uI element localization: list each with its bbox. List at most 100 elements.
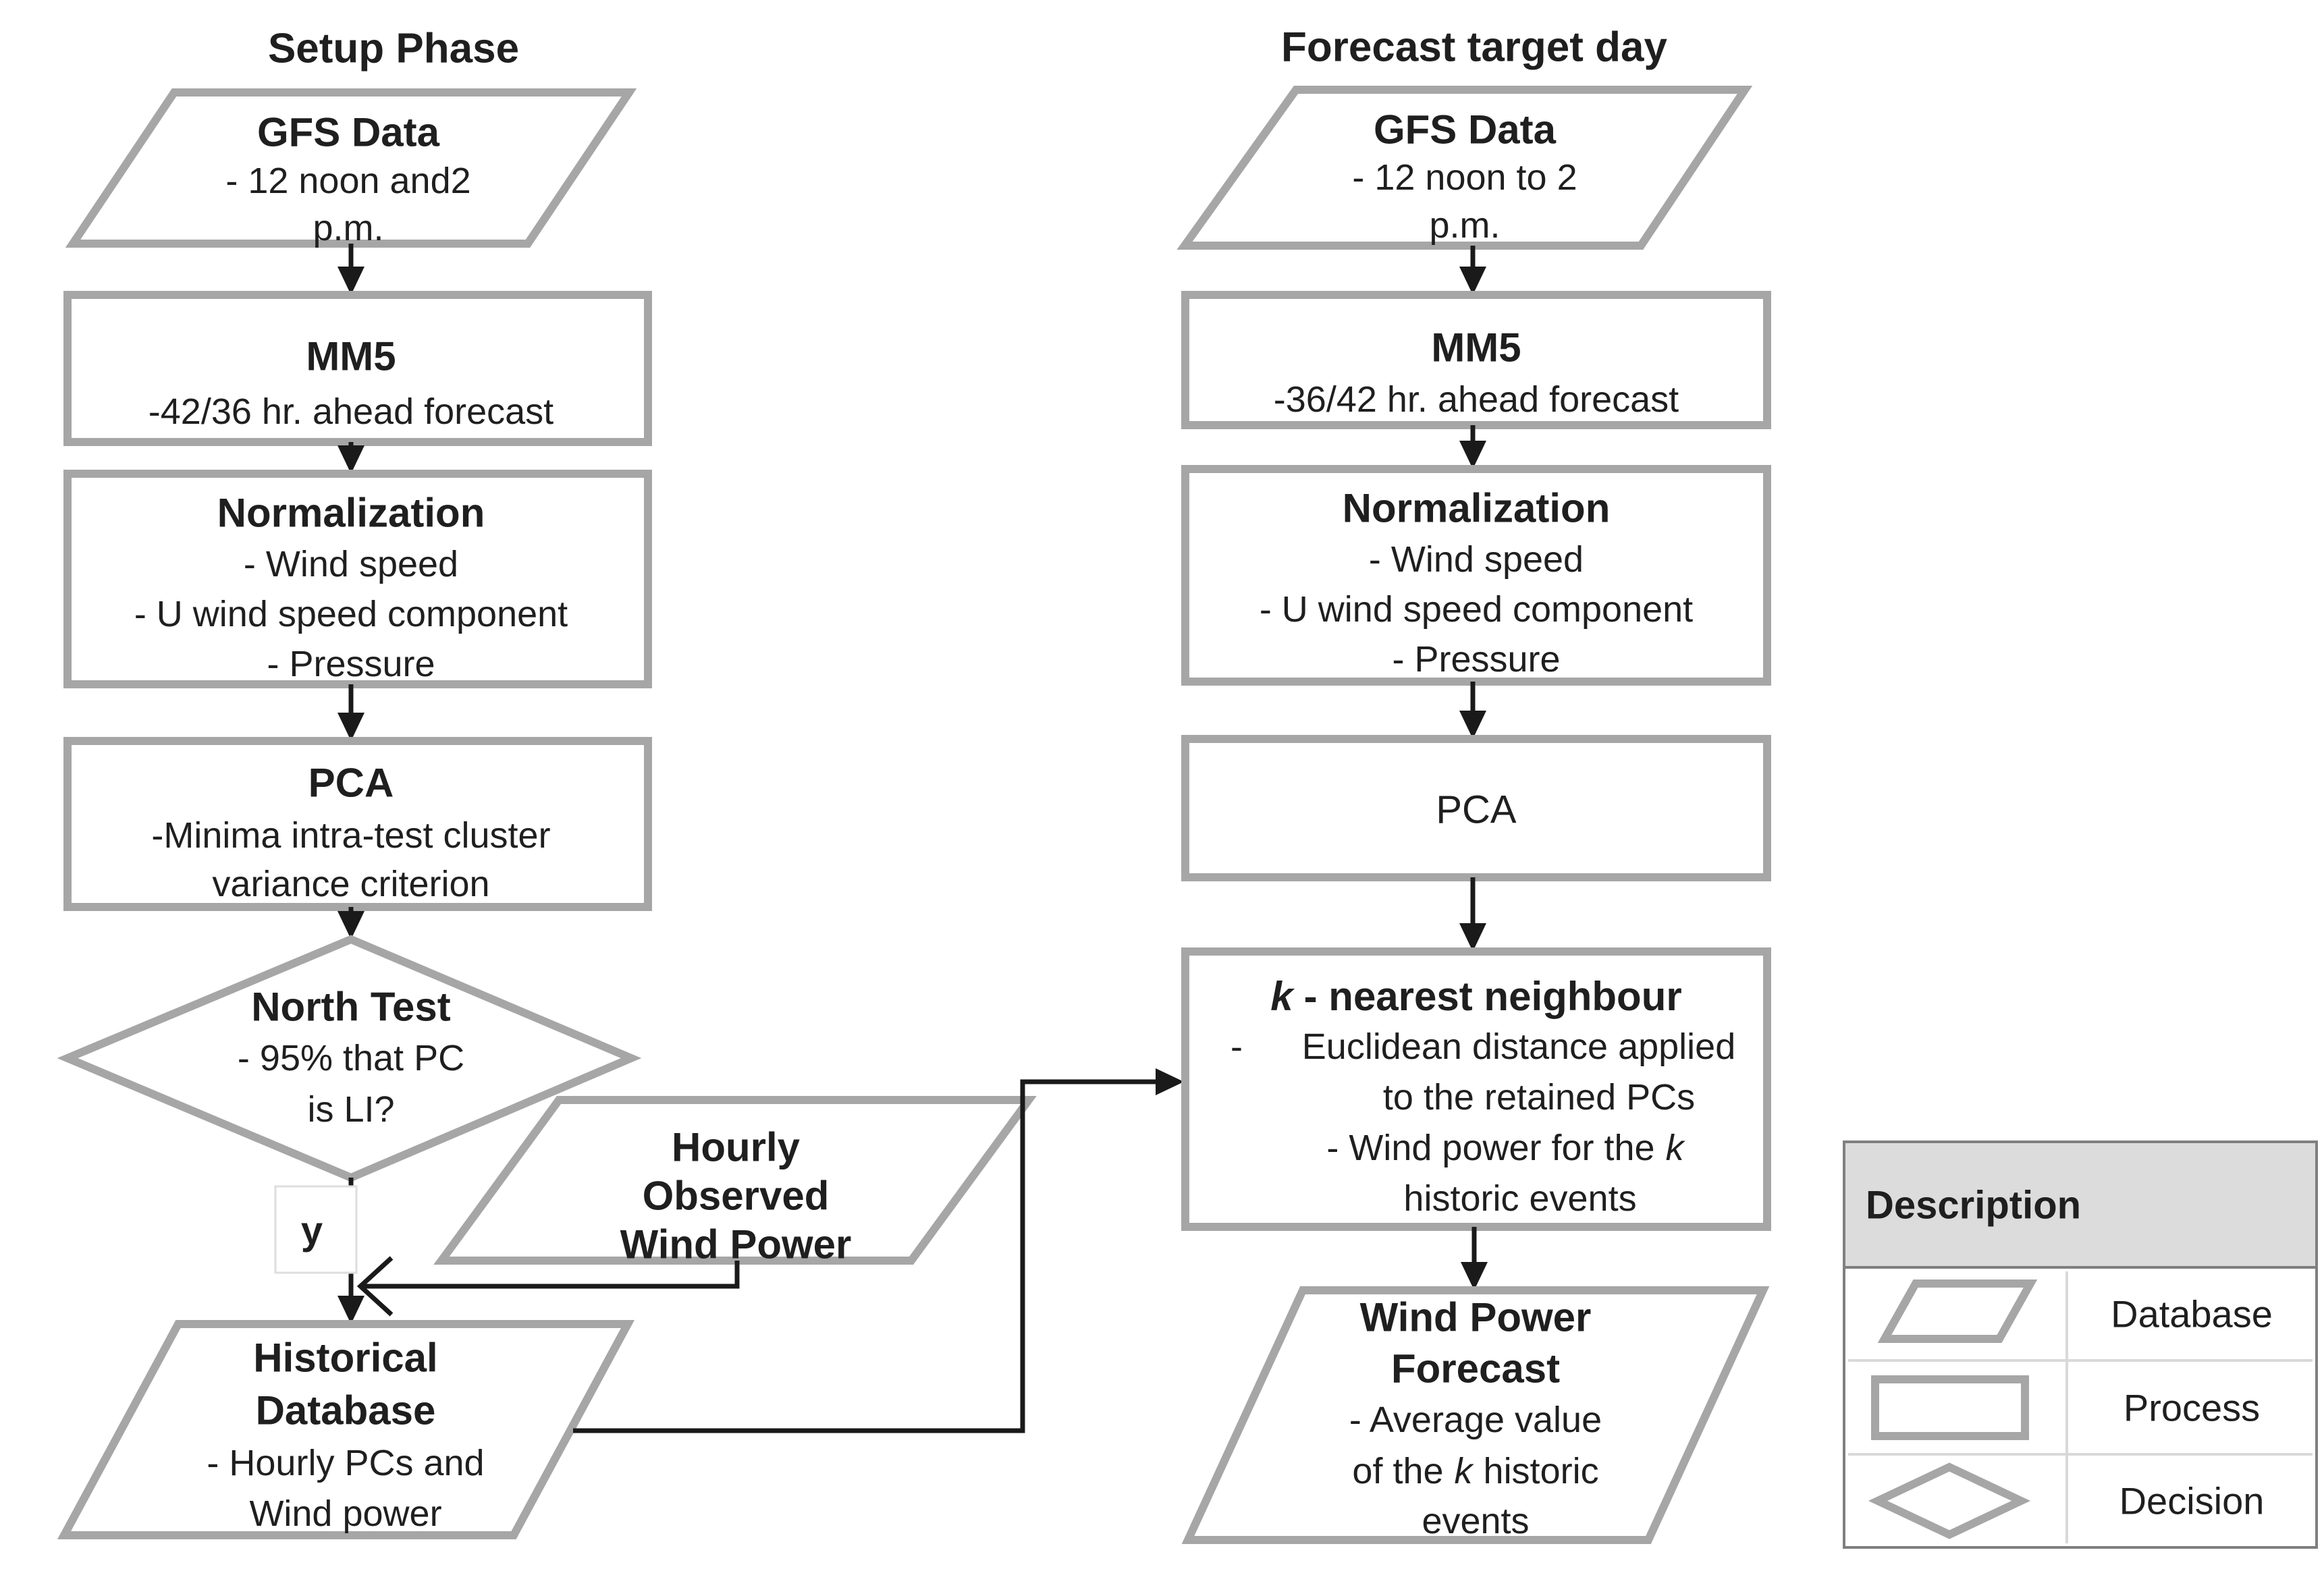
node-k-nearest-neighbour: k- nearest neighbour - Euclidean distanc… <box>1181 947 1771 1231</box>
node-title: North Test <box>251 985 451 1030</box>
node-title: Wind Power <box>620 1222 852 1267</box>
process-shape <box>63 470 652 688</box>
node-title: PCA <box>1436 788 1517 832</box>
node-line: Euclidean distance applied <box>1302 1026 1735 1067</box>
node-line: is LI? <box>307 1089 394 1130</box>
node-title: k- nearest neighbour <box>1270 974 1681 1019</box>
node-title: Historical <box>253 1336 437 1381</box>
process-shape <box>1181 465 1771 686</box>
arrow-normalization-to-pca-setup <box>337 684 364 741</box>
connector-hourly-to-branch <box>356 1256 740 1317</box>
node-line: - 12 noon to 2 <box>1352 157 1577 198</box>
legend-label: Database <box>2111 1293 2273 1336</box>
legend-row-decision: Decision <box>1868 1462 2265 1539</box>
node-hourly-observed-wind-power: Hourly Observed Wind Power <box>433 1096 1037 1267</box>
node-line: -Minima intra-test cluster <box>151 815 550 856</box>
node-line: - Pressure <box>267 644 435 684</box>
node-pca-forecast: PCA <box>1181 735 1771 881</box>
bullet-dash: - <box>1231 1026 1243 1067</box>
node-mm5-forecast: MM5 -36/42 hr. ahead forecast <box>1181 291 1771 429</box>
node-line: Wind power <box>249 1493 441 1534</box>
node-title: PCA <box>308 761 394 806</box>
process-shape <box>1181 735 1771 881</box>
arrow-gfs-to-mm5-forecast <box>1459 246 1486 295</box>
node-line: -42/36 hr. ahead forecast <box>148 391 553 432</box>
node-line: - Wind speed <box>244 544 458 584</box>
node-line: -36/42 hr. ahead forecast <box>1274 379 1679 420</box>
node-line: - Wind speed <box>1369 539 1584 580</box>
node-gfs-setup: GFS Data - 12 noon and2 p.m. <box>65 88 637 248</box>
node-line: to the retained PCs <box>1383 1077 1695 1118</box>
node-wind-power-forecast: Wind Power Forecast - Average value of t… <box>1181 1286 1770 1544</box>
yes-branch-label: y <box>274 1185 358 1274</box>
node-title: Normalization <box>1343 486 1611 531</box>
process-shape <box>63 291 652 446</box>
node-line: - Average value <box>1349 1400 1602 1440</box>
legend-label: Decision <box>2119 1480 2265 1522</box>
node-normalization-forecast: Normalization - Wind speed - U wind spee… <box>1181 465 1771 686</box>
node-title: Normalization <box>217 491 485 536</box>
legend-header: Description <box>1866 1184 2081 1228</box>
node-title: Wind Power <box>1360 1295 1592 1340</box>
node-normalization-setup: Normalization - Wind speed - U wind spee… <box>63 470 652 688</box>
parallelogram-shape <box>1181 1286 1770 1544</box>
node-gfs-forecast: GFS Data - 12 noon to 2 p.m. <box>1177 86 1753 250</box>
arrow-mm5-to-normalization-forecast <box>1459 425 1486 469</box>
open-arrowhead-left <box>356 1256 394 1317</box>
node-title: GFS Data <box>1374 107 1557 153</box>
arrow-knn-to-windpowerforecast <box>1461 1227 1488 1290</box>
node-line: - Hourly PCs and <box>207 1443 484 1483</box>
node-title: GFS Data <box>257 110 440 155</box>
process-shape <box>1181 947 1771 1231</box>
connector-historicaldb-to-knn <box>573 1068 1184 1433</box>
branch-label-y: y <box>301 1209 323 1253</box>
node-title: Forecast <box>1391 1346 1560 1392</box>
arrow-pca-to-knn <box>1459 877 1486 952</box>
parallelogram-shape <box>65 88 637 248</box>
node-title: Observed <box>643 1174 830 1219</box>
node-line: - U wind speed component <box>134 594 568 634</box>
setup-phase-title: Setup Phase <box>268 26 519 72</box>
node-historical-database: Historical Database - Hourly PCs and Win… <box>57 1320 635 1539</box>
arrow-normalization-to-pca-forecast <box>1459 682 1486 739</box>
node-line: - Pressure <box>1392 639 1560 680</box>
node-north-test: North Test - 95% that PC is LI? <box>57 935 642 1182</box>
legend-label: Process <box>2124 1387 2260 1429</box>
label-box <box>274 1185 358 1274</box>
node-title: Hourly <box>672 1125 801 1170</box>
forecast-target-day-title: Forecast target day <box>1281 24 1668 71</box>
setup-column: Setup Phase GFS Data - 12 noon and2 p.m.… <box>57 26 1184 1539</box>
legend-row-process: Process <box>1871 1375 2260 1440</box>
legend-table: Description Database Process Decision <box>1843 1140 2318 1549</box>
node-line: - 95% that PC <box>238 1038 464 1078</box>
legend-header-background <box>1844 1142 2317 1267</box>
node-mm5-setup: MM5 -42/36 hr. ahead forecast <box>63 291 652 446</box>
legend-row-database: Database <box>1877 1279 2273 1343</box>
node-line: p.m. <box>1429 205 1500 246</box>
legend-border <box>1843 1140 2318 1549</box>
parallelogram-shape <box>433 1096 1037 1265</box>
node-pca-setup: PCA -Minima intra-test cluster variance … <box>63 737 652 911</box>
parallelogram-shape <box>57 1320 635 1539</box>
arrow-pca-to-northtest <box>337 907 364 939</box>
node-line: p.m. <box>313 208 383 248</box>
node-title: MM5 <box>1431 325 1521 370</box>
parallelogram-shape <box>1177 86 1753 250</box>
parallelogram-icon <box>1877 1279 2038 1343</box>
process-shape <box>63 737 652 911</box>
arrow-mm5-to-normalization-setup <box>337 442 364 474</box>
diamond-icon <box>1868 1462 2031 1539</box>
node-line: - U wind speed component <box>1260 589 1693 630</box>
node-line: - 12 noon and2 <box>225 161 470 201</box>
node-line: events <box>1422 1501 1529 1541</box>
forecast-column: Forecast target day GFS Data - 12 noon t… <box>1177 24 1771 1544</box>
arrow-gfs-to-mm5-setup <box>337 244 364 295</box>
node-title: MM5 <box>306 334 396 379</box>
process-shape <box>1181 291 1771 429</box>
rectangle-icon <box>1871 1375 2029 1440</box>
node-title: Database <box>256 1388 436 1433</box>
node-line: historic events <box>1403 1178 1636 1219</box>
